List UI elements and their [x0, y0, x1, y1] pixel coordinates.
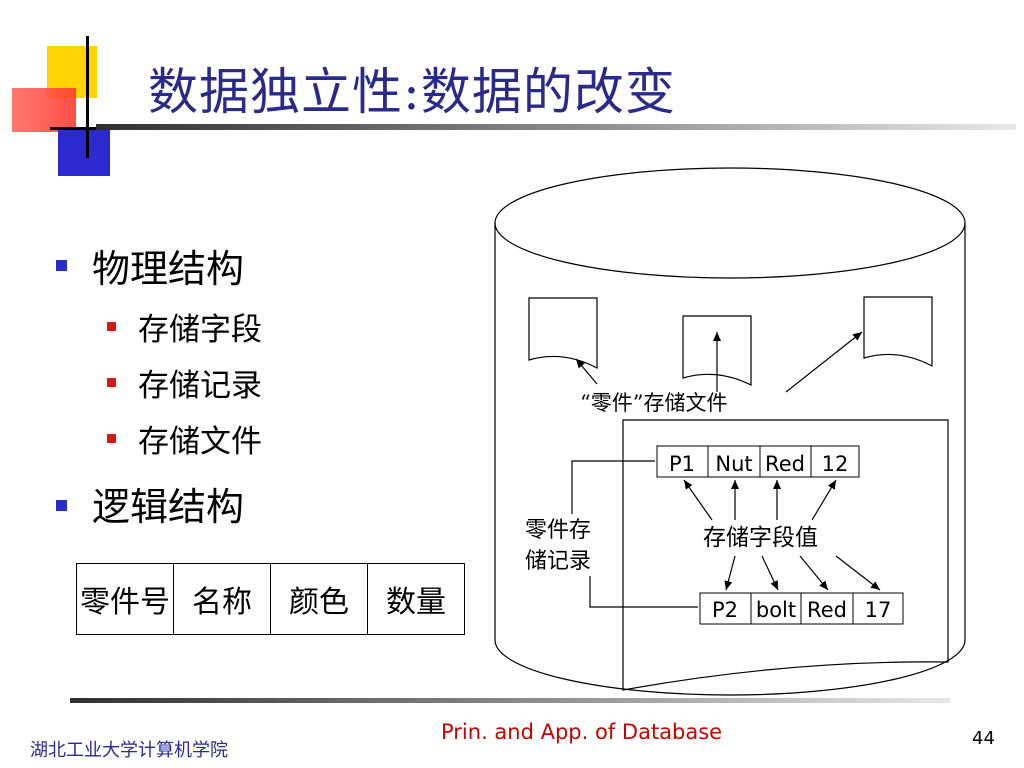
bullet-marker — [56, 260, 67, 271]
record-bracket — [571, 460, 698, 608]
page-number: 44 — [972, 728, 995, 749]
bullet-logical-structure: 逻辑结构 — [92, 485, 245, 529]
stored-file-label: “零件”存储文件 — [580, 391, 727, 415]
field-cell — [759, 445, 812, 478]
field-arrows — [683, 479, 881, 591]
field-cell — [750, 592, 802, 625]
bullet-physical-structure: 物理结构 — [92, 247, 245, 291]
slide-logo — [0, 30, 140, 180]
field-value: 12 — [822, 452, 849, 476]
bullet-marker — [107, 378, 116, 387]
slide-title: 数据独立性:数据的改变 — [148, 63, 676, 121]
stored-record-label-line2: 储记录 — [525, 549, 591, 574]
stored-field-value-label: 存储字段值 — [703, 525, 818, 551]
bullet-marker — [56, 500, 67, 511]
field-cell — [656, 445, 709, 478]
field-value: Red — [765, 452, 805, 476]
footer-institution: 湖北工业大学计算机学院 — [30, 740, 228, 761]
file-icon — [528, 297, 598, 369]
table-cell-name: 名称 — [173, 563, 271, 635]
title-underline — [96, 124, 1016, 130]
field-cell — [707, 445, 761, 478]
field-value: Nut — [715, 452, 752, 476]
stored-record-label-line1: 零件存 — [525, 518, 591, 543]
footer-course-title: Prin. and App. of Database — [441, 720, 723, 744]
field-cell — [810, 445, 860, 478]
bullet-stored-record: 存储记录 — [138, 368, 262, 404]
bullet-stored-field: 存储字段 — [138, 312, 262, 348]
logo-vertical-line — [86, 36, 89, 158]
file-region — [622, 419, 949, 691]
bullet-stored-file: 存储文件 — [138, 424, 262, 460]
field-value: P2 — [712, 598, 738, 622]
bullet-marker — [107, 434, 116, 443]
table-cell-quantity: 数量 — [367, 563, 465, 635]
field-value: Red — [807, 598, 847, 622]
field-cell — [852, 592, 904, 625]
stored-record-2: P2 bolt Red 17 — [699, 592, 904, 625]
field-value: 17 — [865, 598, 892, 622]
footer-divider — [70, 698, 950, 703]
field-cell — [800, 592, 854, 625]
file-icon — [863, 296, 933, 367]
file-arrows — [575, 331, 863, 393]
logical-structure-table: 零件号 名称 颜色 数量 — [76, 563, 465, 635]
table-row: 零件号 名称 颜色 数量 — [76, 563, 465, 635]
table-cell-part-no: 零件号 — [76, 563, 174, 635]
logo-red-square — [12, 88, 76, 132]
database-cylinder — [494, 167, 966, 696]
logo-horizontal-line — [50, 127, 135, 130]
stored-record-1: P1 Nut Red 12 — [656, 445, 860, 478]
field-value: P1 — [669, 452, 695, 476]
logo-blue-square — [58, 130, 110, 176]
field-value: bolt — [756, 598, 796, 622]
bullet-marker — [107, 322, 116, 331]
